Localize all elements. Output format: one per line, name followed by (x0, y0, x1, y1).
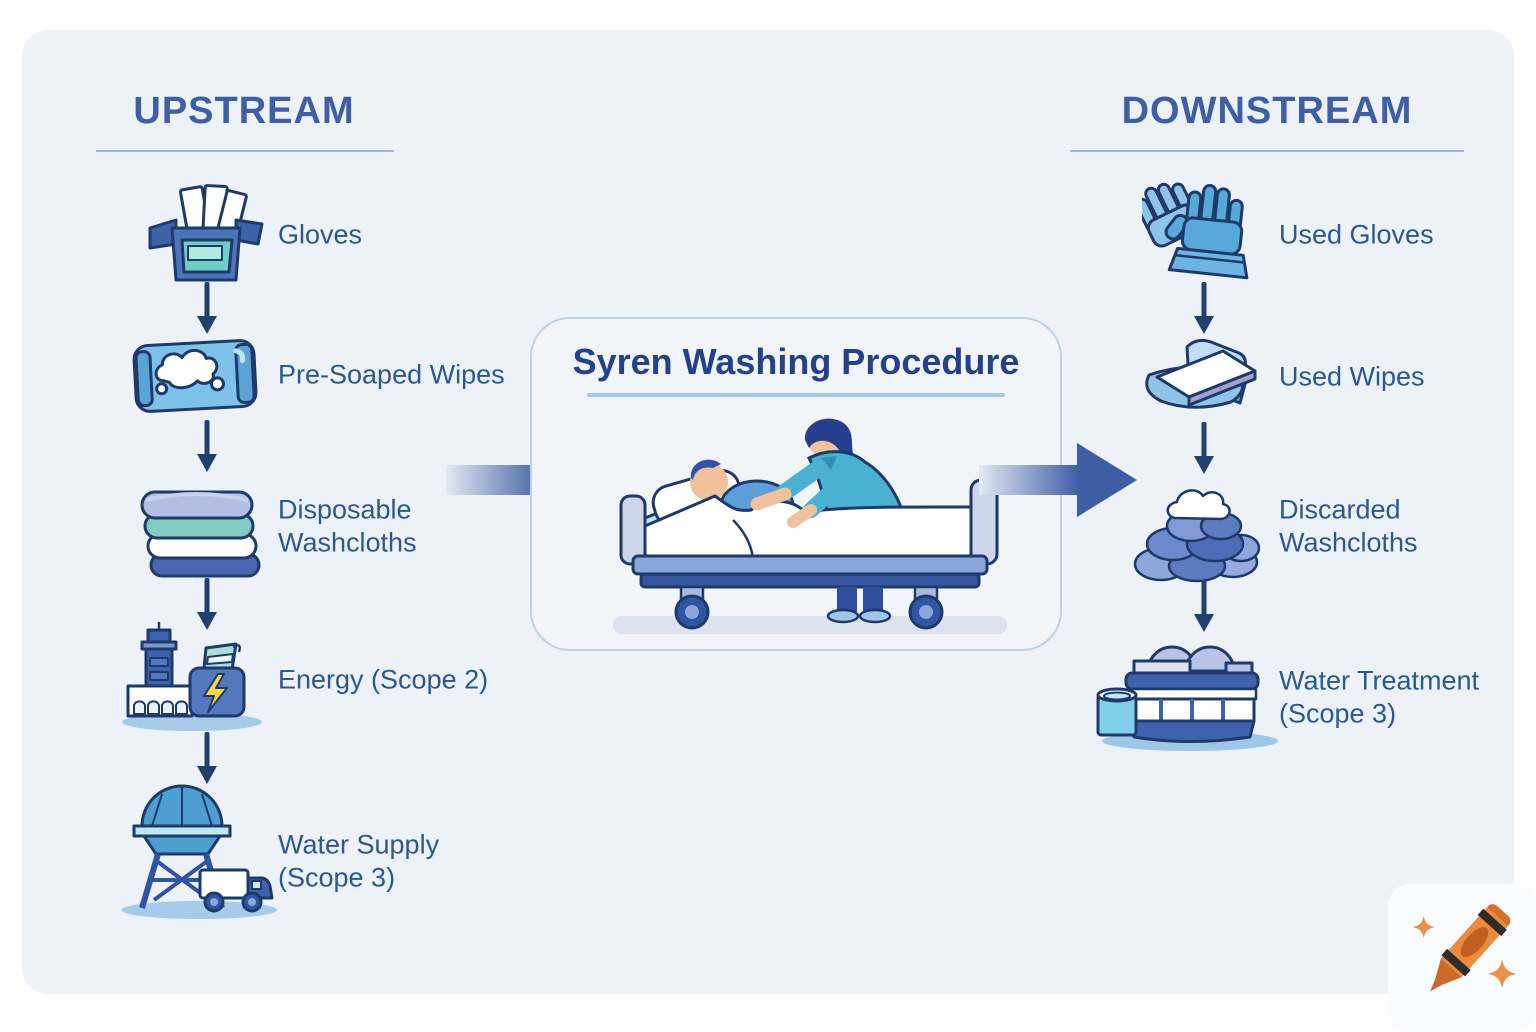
down-arrow-icon (1194, 282, 1214, 334)
crayon-icon (1412, 904, 1517, 992)
downstream-item-water-treatment-label: Water Treatment (Scope 3) (1279, 665, 1480, 729)
wipes-pack-icon (132, 339, 258, 413)
washcloth-stack-icon (140, 490, 261, 578)
energy-plant-icon (122, 622, 262, 731)
center-title-rule (587, 393, 1005, 397)
down-arrow-icon (197, 732, 217, 784)
upstream-header: UPSTREAM (133, 90, 355, 132)
nurse-washing-patient-illustration (613, 418, 1007, 634)
downstream-item-used-wipes-label: Used Wipes (1279, 361, 1425, 392)
upstream-item-energy-label: Energy (Scope 2) (278, 664, 489, 695)
discarded-washcloths-icon (1133, 489, 1261, 583)
down-arrow-icon (1194, 580, 1214, 632)
diagram-card: UPSTREAM Gloves Pre-Soaped Wipes (22, 30, 1536, 1032)
downstream-item-discarded-washcloths-label: Discarded Washcloths (1279, 494, 1418, 558)
upstream-item-washcloths-label: Disposable Washcloths (278, 494, 417, 558)
used-gloves-icon (1142, 182, 1249, 280)
upstream-item-wipes-label: Pre-Soaped Wipes (278, 359, 505, 390)
upstream-header-rule (96, 150, 394, 152)
flow-arrow-right-icon (979, 443, 1137, 517)
downstream-header-rule (1070, 150, 1464, 152)
water-treatment-plant-icon (1096, 645, 1278, 751)
downstream-header: DOWNSTREAM (1121, 90, 1413, 132)
down-arrow-icon (197, 282, 217, 334)
down-arrow-icon (197, 420, 217, 472)
downstream-item-used-gloves-label: Used Gloves (1279, 219, 1434, 250)
center-title: Syren Washing Procedure (572, 341, 1020, 382)
upstream-item-gloves-label: Gloves (278, 219, 363, 250)
watermark-box (1388, 884, 1536, 1032)
glove-box-icon (148, 184, 264, 282)
down-arrow-icon (197, 578, 217, 630)
used-wipes-icon (1145, 338, 1257, 409)
upstream-item-water-supply-label: Water Supply (Scope 3) (278, 829, 440, 893)
water-tower-truck-icon (121, 784, 277, 919)
down-arrow-icon (1194, 422, 1214, 474)
